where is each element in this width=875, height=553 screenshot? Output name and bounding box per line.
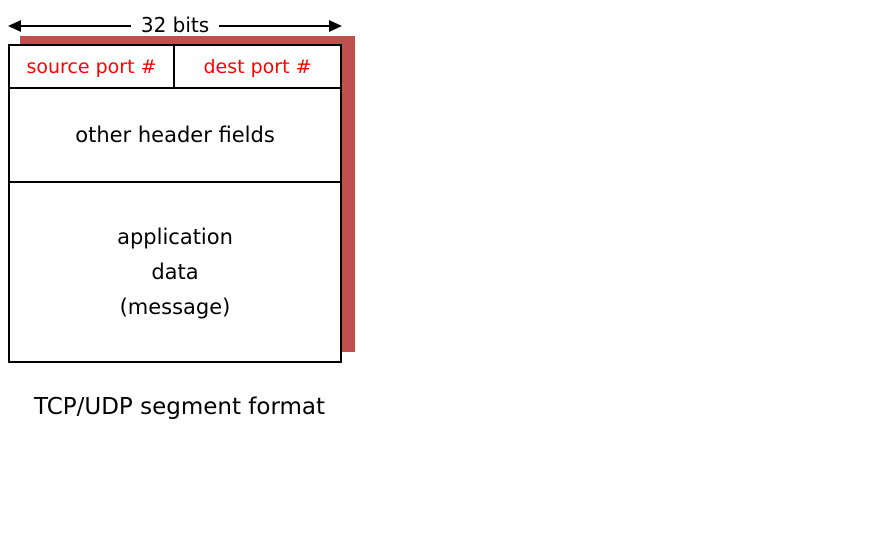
segment-box: source port # dest port # other header f… <box>8 44 342 363</box>
width-indicator: 32 bits <box>8 12 343 38</box>
app-data-line-1: application <box>117 224 233 249</box>
ports-row: source port # dest port # <box>10 46 340 89</box>
app-data-line-2: data <box>151 259 199 284</box>
app-data-line-3: (message) <box>119 294 231 319</box>
bits-label: 32 bits <box>140 12 210 37</box>
arrow-line-right <box>219 24 330 27</box>
arrow-left-icon <box>8 19 21 32</box>
source-port-field: source port # <box>10 46 175 87</box>
arrow-line-left <box>21 24 131 27</box>
application-data-row: application data (message) <box>10 183 340 361</box>
arrow-right-icon <box>329 19 343 32</box>
diagram-caption: TCP/UDP segment format <box>34 394 326 420</box>
other-header-fields-row: other header fields <box>10 89 340 183</box>
dest-port-field: dest port # <box>203 55 312 78</box>
